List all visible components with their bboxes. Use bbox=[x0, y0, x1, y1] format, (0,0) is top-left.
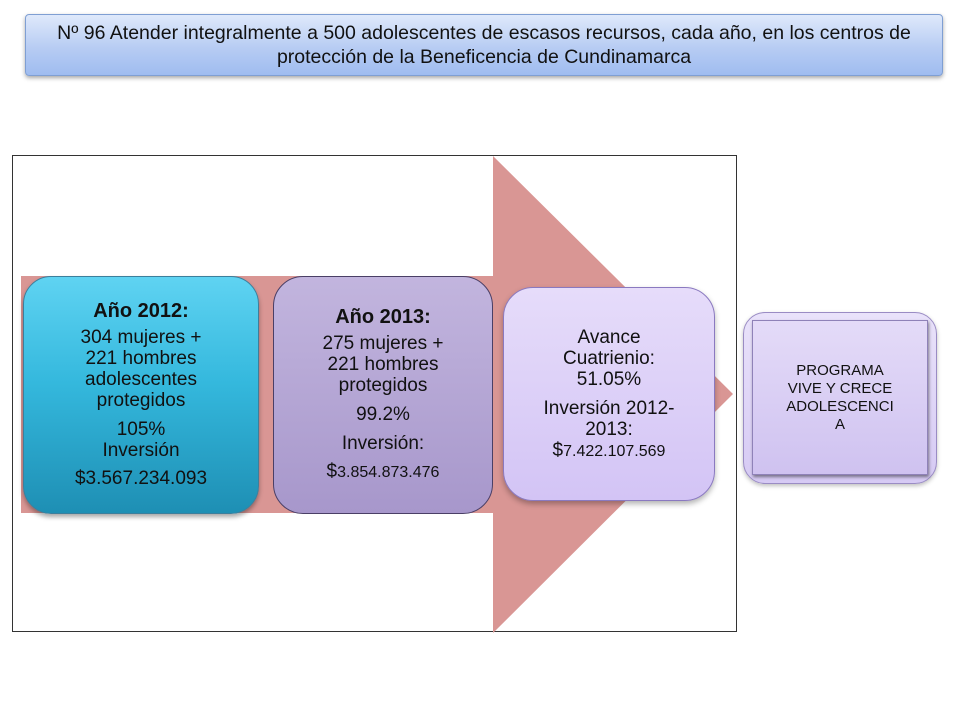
card-avance-line-2: Cuatrienio: bbox=[563, 347, 655, 369]
card-avance-investment-value: 7.422.107.569 bbox=[563, 442, 666, 460]
card-avance-cuatrienio: Avance Cuatrienio: 51.05% Inversión 2012… bbox=[503, 287, 715, 501]
card-avance-line-5: 2013: bbox=[585, 418, 633, 440]
program-line-4: A bbox=[834, 415, 845, 433]
card-2013-currency: $ bbox=[326, 461, 338, 482]
card-2013-line-1: 275 mujeres + bbox=[322, 333, 444, 354]
program-line-1: PROGRAMA bbox=[796, 361, 884, 379]
card-2012-line-1: 304 mujeres + bbox=[80, 327, 202, 348]
program-box: PROGRAMA VIVE Y CRECE ADOLESCENCI A bbox=[752, 320, 928, 475]
program-line-3: ADOLESCENCI bbox=[786, 397, 894, 415]
card-2012-investment-value: $3.567.234.093 bbox=[74, 468, 208, 489]
program-name: PROGRAMA VIVE Y CRECE ADOLESCENCI A bbox=[786, 362, 894, 434]
card-year-2012: Año 2012: 304 mujeres + 221 hombres adol… bbox=[23, 276, 259, 514]
card-2013-line-2: 221 hombres bbox=[327, 354, 439, 375]
card-2013-investment-value: 3.854.873.476 bbox=[337, 464, 440, 481]
slide-title-text: Nº 96 Atender integralmente a 500 adoles… bbox=[57, 22, 911, 68]
card-year-2013: Año 2013: 275 mujeres + 221 hombres prot… bbox=[273, 276, 493, 514]
card-avance-investment: $7.422.107.569 bbox=[553, 440, 666, 462]
card-2012-line-3: adolescentes bbox=[85, 369, 197, 390]
card-avance-line-4: Inversión 2012- bbox=[543, 397, 675, 419]
card-2013-investment-label: Inversión: bbox=[341, 433, 425, 454]
diagram-frame: Año 2012: 304 mujeres + 221 hombres adol… bbox=[12, 155, 737, 633]
card-2012-line-4: protegidos bbox=[96, 390, 186, 411]
card-2013-investment: $3.854.873.476 bbox=[327, 460, 440, 485]
card-2012-investment-label: Inversión bbox=[102, 440, 180, 461]
card-avance-currency: $ bbox=[552, 439, 564, 461]
card-2013-heading: Año 2013: bbox=[335, 306, 431, 328]
program-line-2: VIVE Y CRECE bbox=[787, 379, 893, 397]
slide-title: Nº 96 Atender integralmente a 500 adoles… bbox=[25, 14, 943, 76]
card-avance-line-1: Avance bbox=[577, 326, 641, 348]
card-2013-line-3: protegidos bbox=[338, 375, 428, 396]
card-2012-heading: Año 2012: bbox=[93, 300, 189, 322]
card-avance-line-3: 51.05% bbox=[576, 368, 642, 390]
card-2012-line-2: 221 hombres bbox=[85, 348, 197, 369]
card-2012-percent: 105% bbox=[116, 419, 166, 440]
card-2013-percent: 99.2% bbox=[356, 404, 410, 425]
